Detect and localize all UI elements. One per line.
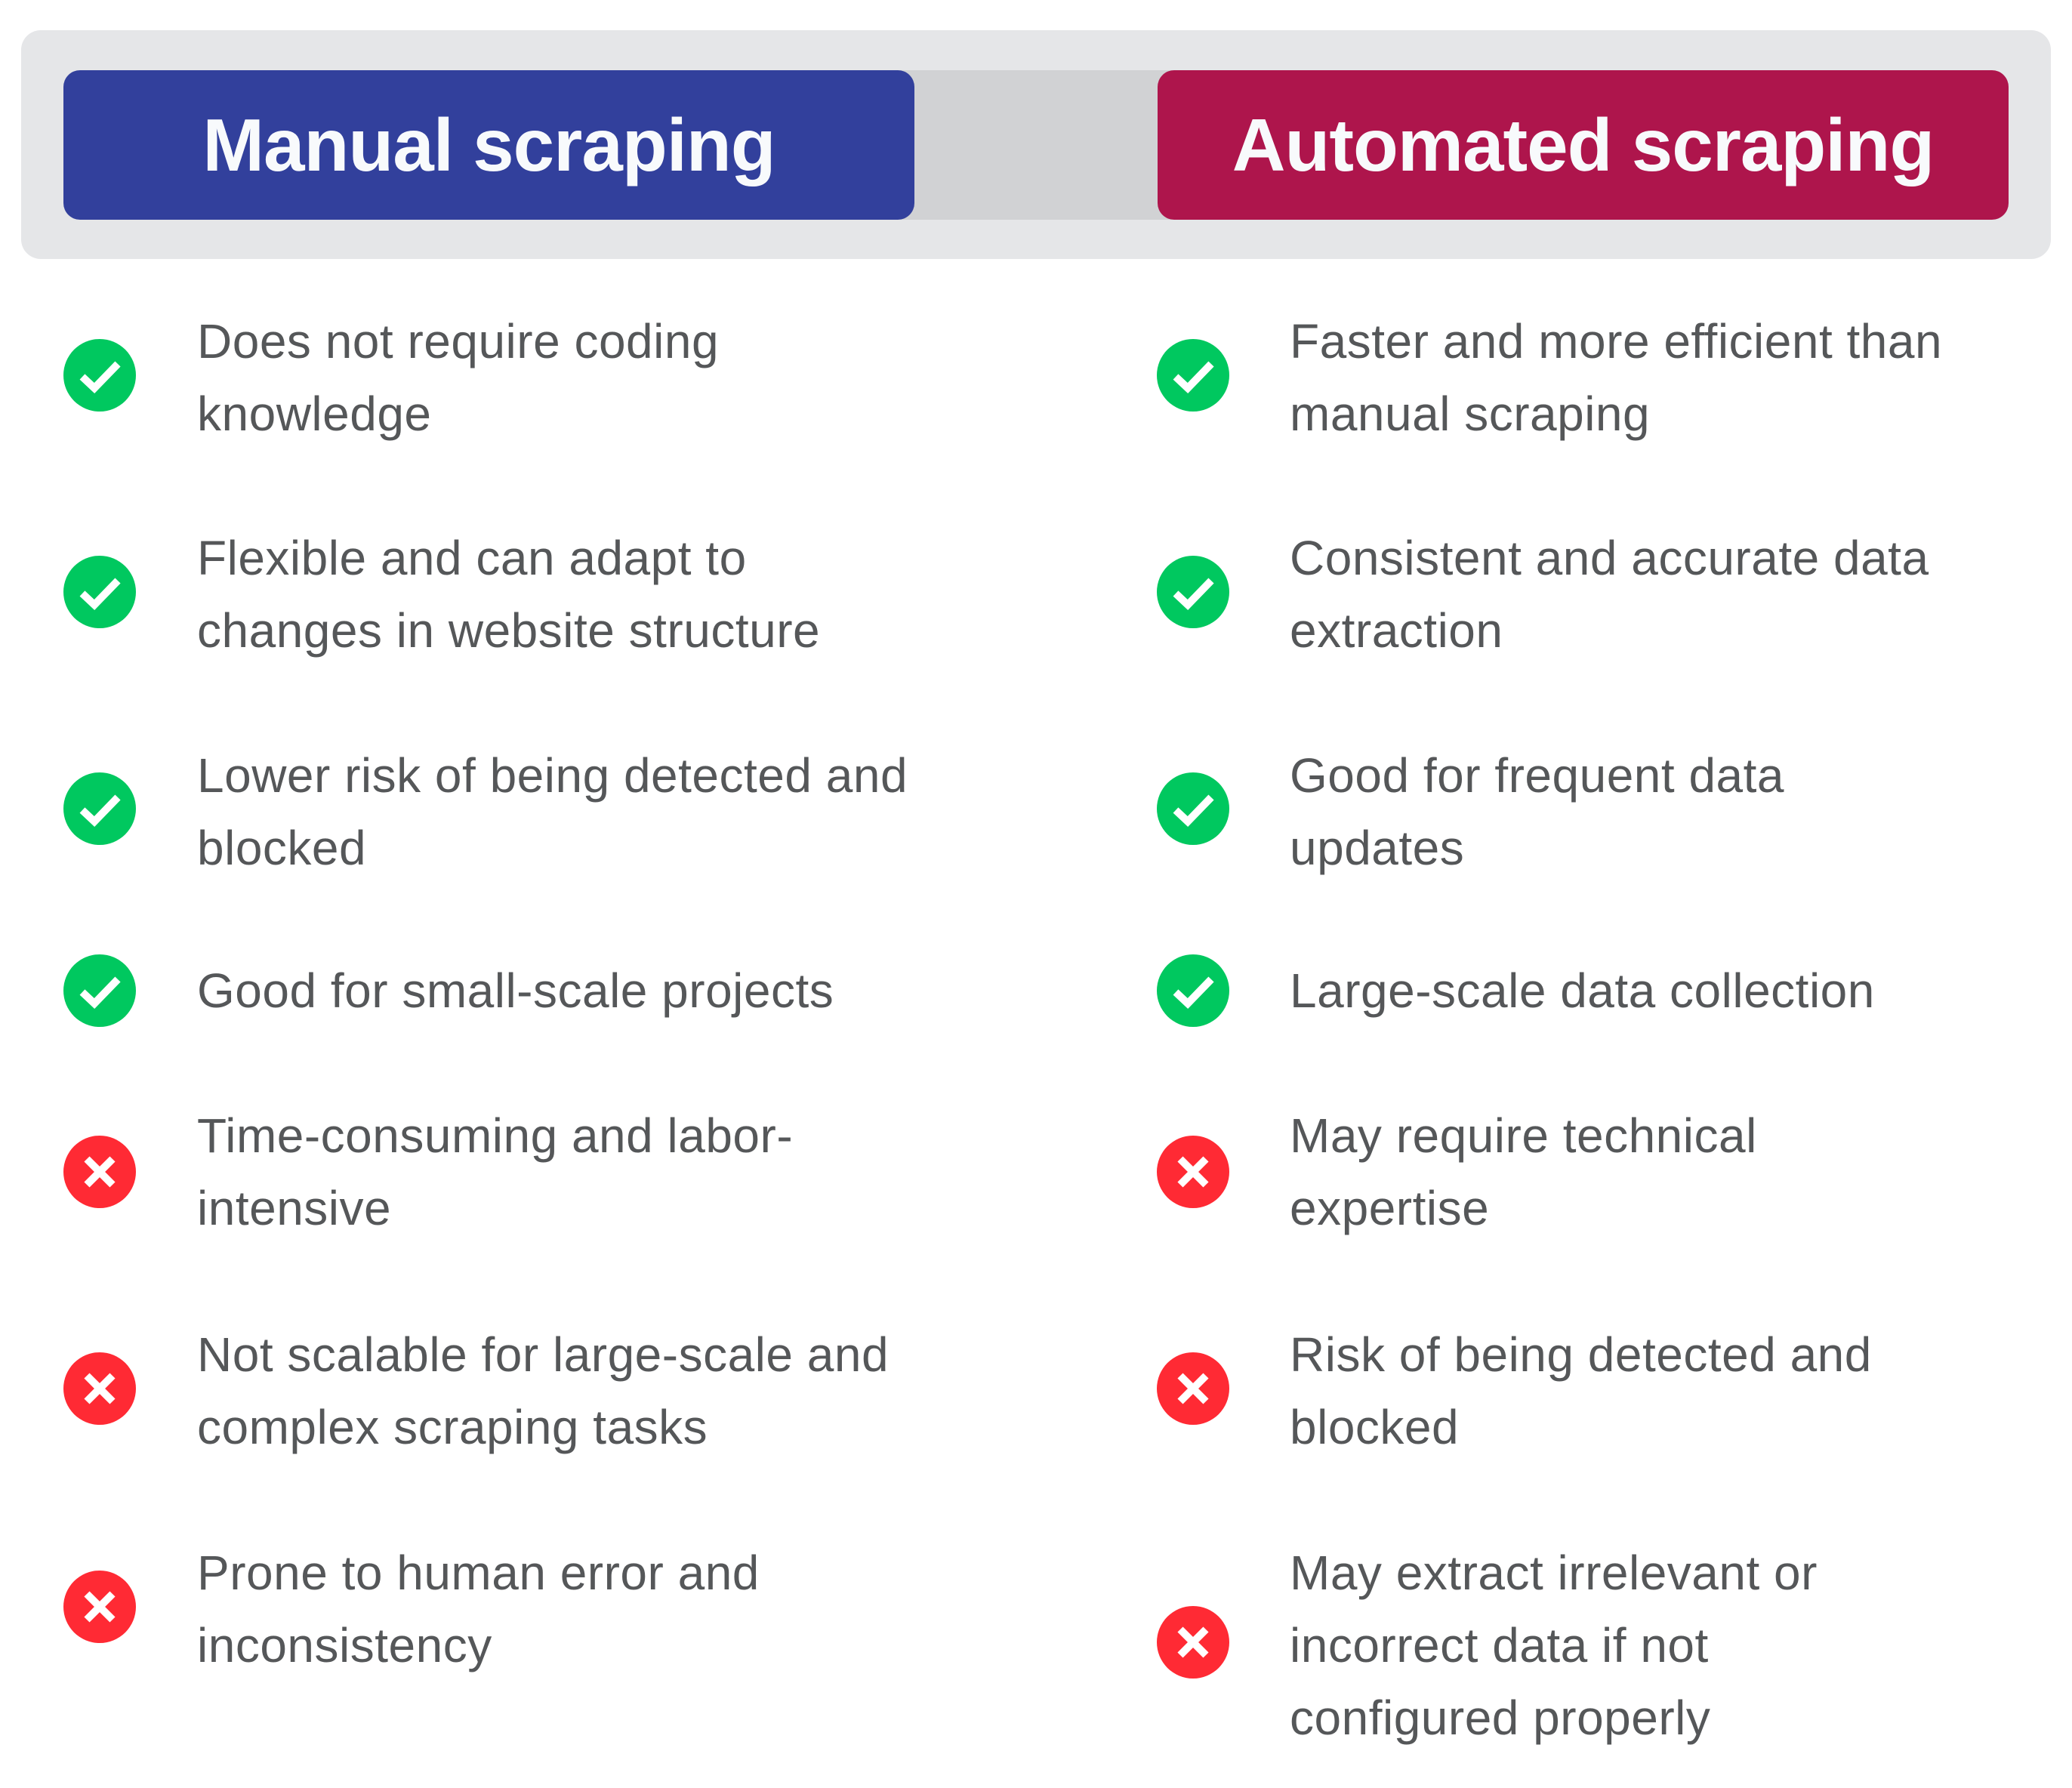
check-circle-icon [63,339,136,412]
item-text: Not scalable for large-scale and complex… [197,1327,890,1454]
item-text: May require technical expertise [1290,1108,1757,1235]
item-text: Does not require coding knowledge [197,314,720,441]
check-circle-icon [1157,556,1229,628]
check-circle-icon [63,772,136,845]
x-circle-icon [63,1136,136,1208]
check-circle-icon [1157,954,1229,1027]
x-circle-icon [63,1352,136,1425]
automated-scraping-header: Automated scraping [1158,70,2009,220]
item-text: Good for small-scale projects [197,963,834,1018]
check-circle-icon [63,954,136,1027]
item-text: Flexible and can adapt to changes in web… [197,531,821,658]
check-circle-icon [1157,339,1229,412]
x-circle-icon [63,1571,136,1643]
x-circle-icon [1157,1352,1229,1425]
item-text: Good for frequent data updates [1290,748,1784,875]
item-text: Prone to human error and inconsistency [197,1546,760,1672]
check-circle-icon [1157,772,1229,845]
item-text: Consistent and accurate data extraction [1290,531,1929,658]
x-circle-icon [1157,1136,1229,1208]
item-text: May extract irrelevant or incorrect data… [1290,1546,1818,1745]
item-text: Time-consuming and labor-intensive [197,1108,794,1235]
check-circle-icon [63,556,136,628]
item-text: Large-scale data collection [1290,963,1875,1018]
item-text: Lower risk of being detected and blocked [197,748,908,875]
x-circle-icon [1157,1606,1229,1679]
item-text: Faster and more efficient than manual sc… [1290,314,1943,441]
item-text: Risk of being detected and blocked [1290,1327,1872,1454]
manual-scraping-header: Manual scraping [63,70,914,220]
